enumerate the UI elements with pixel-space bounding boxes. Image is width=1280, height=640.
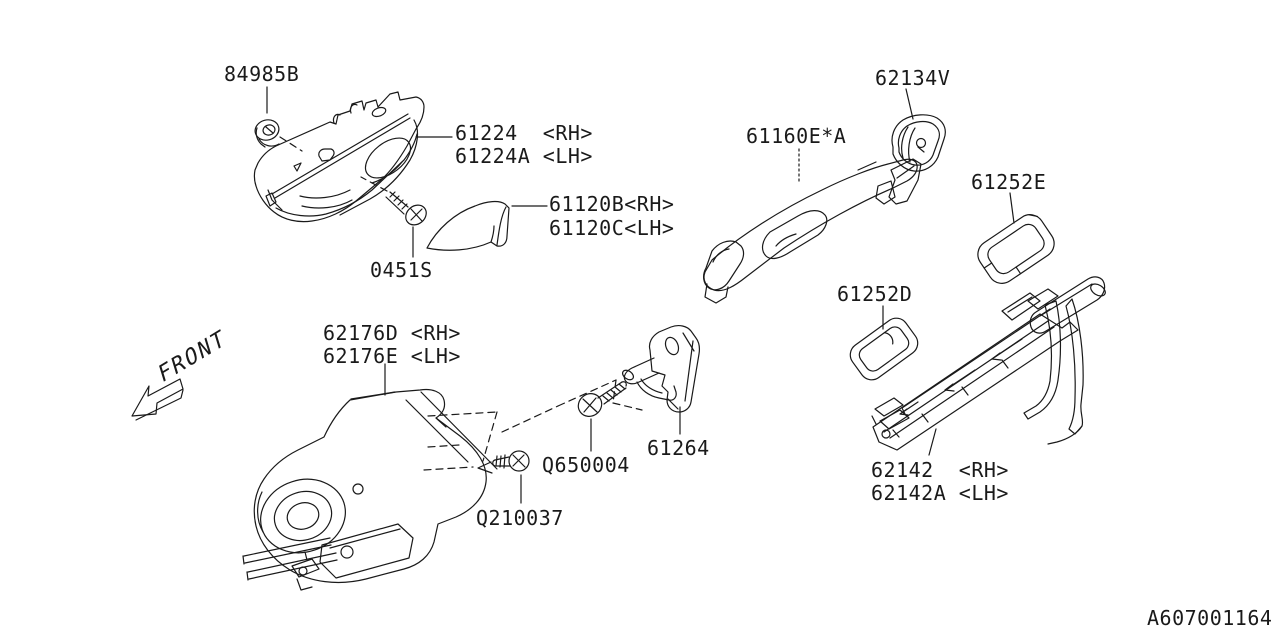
grommet-84985B [254, 119, 280, 148]
construction-dashed-lines [279, 136, 643, 471]
label-61252D: 61252D [837, 282, 913, 306]
label-62134V: 62134V [875, 66, 951, 90]
label-61160EA: 61160E*A [746, 124, 847, 148]
label-62176-lh: 62176E <LH> [323, 344, 461, 368]
striker-61264 [621, 325, 700, 413]
outside-handle-61160 [703, 158, 922, 304]
bracket-62142 [871, 276, 1106, 451]
screw-Q210037 [477, 450, 530, 474]
gasket-61252E [977, 214, 1055, 284]
label-0451S: 0451S [370, 258, 433, 282]
label-61120-lh: 61120C<LH> [549, 216, 675, 240]
label-84985B: 84985B [224, 62, 300, 86]
cap-62134V [891, 114, 946, 172]
label-61264: 61264 [647, 436, 710, 460]
label-61252E: 61252E [971, 170, 1047, 194]
label-Q210037: Q210037 [476, 506, 564, 530]
label-62142-lh: 62142A <LH> [871, 481, 1009, 505]
cover-61120 [426, 200, 510, 251]
label-62176-rh: 62176D <RH> [323, 321, 461, 345]
diagram-id-code: A607001164 [1147, 606, 1273, 630]
label-Q650004: Q650004 [542, 453, 630, 477]
label-61224-rh: 61224 <RH> [455, 121, 593, 145]
gasket-61252D [849, 317, 919, 381]
front-arrow-icon [131, 378, 184, 421]
label-62142-rh: 62142 <RH> [871, 458, 1009, 482]
label-61120-rh: 61120B<RH> [549, 192, 675, 216]
screw-Q650004 [577, 381, 627, 417]
leader-lines [266, 86, 1015, 504]
bezel-61224 [253, 91, 425, 223]
screw-0451S [385, 191, 427, 226]
latch-62176 [242, 388, 498, 591]
label-61224-lh: 61224A <LH> [455, 144, 593, 168]
